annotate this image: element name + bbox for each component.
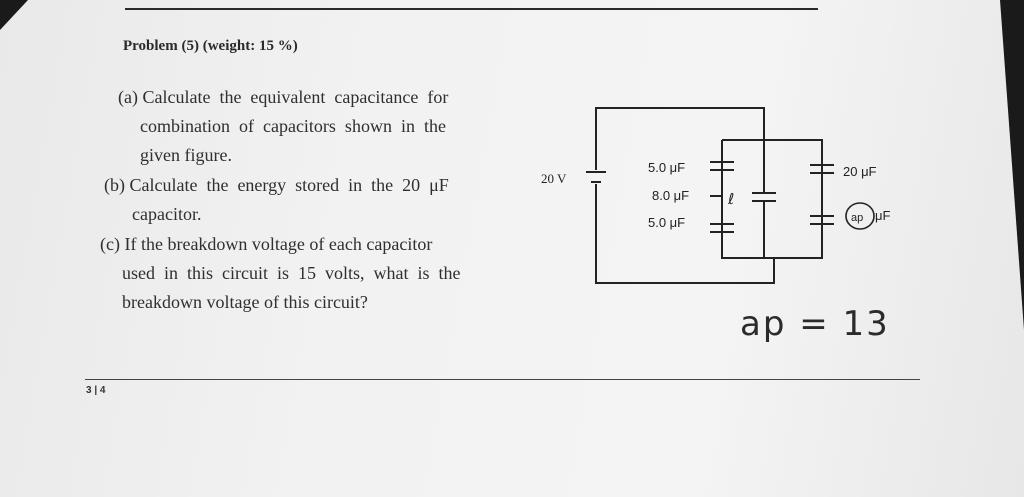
part-c-line-1: (c) If the breakdown voltage of each cap… bbox=[100, 234, 433, 254]
cap-top-left-label: 5.0 μF bbox=[648, 160, 685, 175]
part-a-line-3: given figure. bbox=[140, 145, 232, 165]
cap-bottom-left-label: 5.0 μF bbox=[648, 215, 685, 230]
part-b-line-1: (b) Calculate the energy stored in the 2… bbox=[104, 175, 449, 195]
part-c-line-2: used in this circuit is 15 volts, what i… bbox=[122, 263, 461, 283]
cap-top-right-label: 20 μF bbox=[843, 164, 877, 179]
cap-middle-label: 8.0 μF bbox=[652, 188, 689, 203]
handwritten-answer: ap = 13 bbox=[740, 304, 890, 344]
bottom-rule bbox=[85, 379, 920, 380]
top-rule bbox=[125, 8, 818, 10]
battery-label: 20 V bbox=[541, 171, 567, 186]
part-a-line-2: combination of capacitors shown in the bbox=[140, 116, 446, 136]
part-b-line-2: capacitor. bbox=[132, 204, 202, 224]
wire-inner-loop bbox=[721, 139, 823, 259]
part-c-line-3: breakdown voltage of this circuit? bbox=[122, 292, 368, 312]
cap-circled-label: ap bbox=[851, 212, 863, 224]
problem-title: Problem (5) (weight: 15 %) bbox=[123, 38, 298, 54]
part-a-line-1: (a) Calculate the equivalent capacitance… bbox=[118, 87, 449, 107]
cap-circled-unit: μF bbox=[875, 208, 890, 223]
wire-top bbox=[595, 107, 765, 170]
handwritten-mark: ℓ bbox=[727, 190, 734, 208]
handwritten-circle bbox=[845, 202, 875, 230]
page-number: 3 | 4 bbox=[86, 385, 106, 396]
wire-bottom bbox=[595, 184, 775, 284]
